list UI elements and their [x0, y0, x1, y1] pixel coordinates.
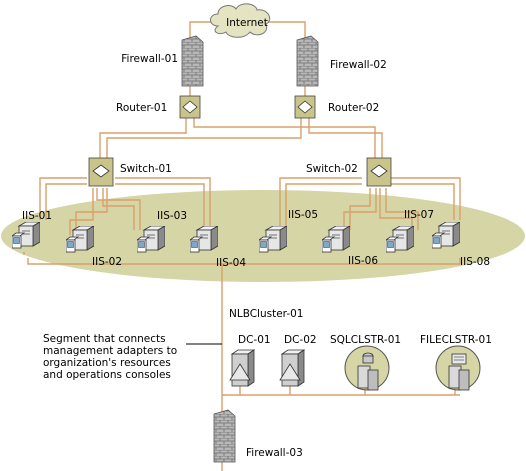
- router-icon: [294, 95, 316, 119]
- dc-01-label: DC-01: [238, 334, 271, 346]
- iis-01-label: IIS-01: [22, 210, 52, 222]
- iis-04-label: IIS-04: [216, 257, 246, 269]
- sqlclstr-01: SQLCLSTR-01: [330, 334, 401, 391]
- iis-03-label: IIS-03: [157, 210, 187, 222]
- iis-05: IIS-05: [259, 209, 318, 253]
- iis-06: IIS-06: [322, 226, 378, 267]
- firewall-02: Firewall-02: [296, 35, 387, 87]
- annotation-line-3: organization's resources: [43, 357, 171, 369]
- iis-07-label: IIS-07: [404, 209, 434, 221]
- firewall-icon: [296, 35, 319, 87]
- switch-01: Switch-01: [88, 157, 172, 187]
- router-01-label: Router-01: [116, 102, 167, 114]
- domain-controller-icon: [229, 349, 256, 387]
- iis-07: IIS-07: [386, 209, 434, 253]
- fileclstr-01: FILECLSTR-01: [420, 334, 492, 391]
- iis-02-label: IIS-02: [92, 256, 122, 268]
- annotation-line-2: management adapters to: [43, 345, 177, 357]
- internet-cloud: Internet: [210, 3, 271, 38]
- annotation-line-1: Segment that connects: [43, 333, 166, 345]
- iis-04: IIS-04: [190, 226, 246, 269]
- annotation-line-4: and operations consoles: [43, 369, 171, 381]
- nlb-cluster-ellipse: [1, 190, 525, 282]
- firewall-03-label: Firewall-03: [246, 447, 303, 459]
- dc-02-label: DC-02: [284, 334, 317, 346]
- nlb-cluster-label: NLBCluster-01: [229, 308, 303, 320]
- switch-02-label: Switch-02: [306, 163, 358, 175]
- dc-01: DC-01: [229, 334, 271, 387]
- firewall-01-label: Firewall-01: [121, 53, 178, 65]
- iis-03: IIS-03: [137, 210, 187, 253]
- firewall-03: Firewall-03: [213, 409, 303, 463]
- internet-label: Internet: [226, 17, 268, 29]
- cloud-icon: [210, 3, 271, 38]
- iis-08-label: IIS-08: [460, 256, 490, 268]
- sqlclstr-01-label: SQLCLSTR-01: [330, 334, 401, 346]
- iis-08: IIS-08: [432, 222, 490, 268]
- switch-icon: [366, 157, 392, 187]
- switch-02: Switch-02: [306, 157, 392, 187]
- router-icon: [179, 95, 201, 119]
- segment-annotation: Segment that connects management adapter…: [43, 333, 177, 381]
- firewall-02-label: Firewall-02: [330, 59, 387, 71]
- firewall-icon: [213, 409, 236, 463]
- firewall-icon: [181, 35, 204, 87]
- fileclstr-01-label: FILECLSTR-01: [420, 334, 492, 346]
- domain-controller-icon: [279, 349, 306, 387]
- firewall-01: Firewall-01: [121, 35, 204, 87]
- iis-02: IIS-02: [66, 226, 122, 268]
- cluster-server-icon: [435, 345, 481, 391]
- cluster-server-icon: [344, 345, 390, 391]
- iis-01: IIS-01: [12, 210, 52, 249]
- iis-06-label: IIS-06: [348, 255, 378, 267]
- router-02: Router-02: [294, 95, 379, 119]
- router-02-label: Router-02: [328, 102, 379, 114]
- dc-02: DC-02: [279, 334, 317, 387]
- switch-icon: [88, 157, 114, 187]
- cables: [23, 21, 461, 471]
- iis-05-label: IIS-05: [288, 209, 318, 221]
- router-01: Router-01: [116, 95, 201, 119]
- switch-01-label: Switch-01: [120, 163, 172, 175]
